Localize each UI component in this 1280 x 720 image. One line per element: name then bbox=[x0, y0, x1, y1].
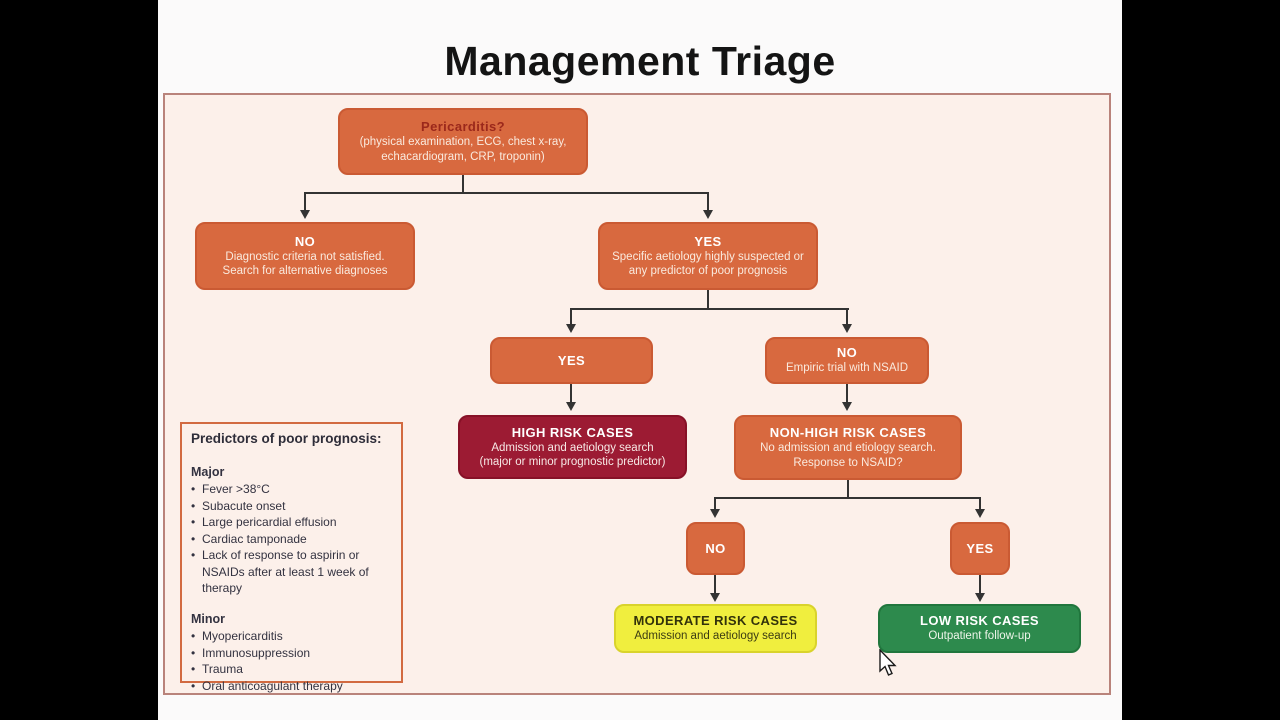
arrowhead-down-icon bbox=[975, 593, 985, 602]
arrowhead-down-icon bbox=[975, 509, 985, 518]
arrowhead-down-icon bbox=[703, 210, 713, 219]
node-heading: MODERATE RISK CASES bbox=[633, 613, 798, 629]
node-heading: YES bbox=[966, 540, 994, 556]
arrowhead-down-icon bbox=[710, 593, 720, 602]
node-high-risk: HIGH RISK CASES Admission and aetiology … bbox=[458, 415, 687, 479]
node-heading: YES bbox=[557, 352, 586, 368]
connector-line bbox=[304, 192, 709, 194]
arrowhead-down-icon bbox=[300, 210, 310, 219]
node-heading: NO bbox=[705, 540, 726, 556]
mouse-cursor-icon bbox=[876, 648, 898, 684]
connector-line bbox=[707, 192, 709, 210]
predictors-panel: Predictors of poor prognosis: Major Feve… bbox=[180, 422, 403, 694]
node-non-high-risk: NON-HIGH RISK CASES No admission and eti… bbox=[734, 415, 962, 480]
arrowhead-down-icon bbox=[566, 324, 576, 333]
connector-line bbox=[714, 497, 981, 499]
list-item: Immunosuppression bbox=[191, 645, 392, 662]
spacer bbox=[191, 597, 392, 611]
node-line: (physical examination, ECG, chest x-ray, bbox=[359, 136, 567, 148]
node-moderate-risk: MODERATE RISK CASES Admission and aetiol… bbox=[614, 604, 817, 653]
connector-line bbox=[979, 575, 981, 593]
node-low-risk: LOW RISK CASES Outpatient follow-up bbox=[878, 604, 1081, 653]
node-heading: YES bbox=[694, 233, 722, 249]
arrowhead-down-icon bbox=[842, 402, 852, 411]
node-heading: NO bbox=[836, 345, 858, 361]
connector-line bbox=[714, 575, 716, 593]
node-heading: Pericarditis? bbox=[421, 119, 505, 134]
list-item: Oral anticoagulant therapy bbox=[191, 678, 392, 695]
node-yes-response: YES bbox=[950, 522, 1010, 575]
connector-line bbox=[570, 308, 572, 324]
node-line: Search for alternative diagnoses bbox=[222, 265, 388, 277]
node-line: Empiric trial with NSAID bbox=[785, 362, 909, 375]
arrowhead-down-icon bbox=[710, 509, 720, 518]
connector-line bbox=[714, 497, 716, 509]
node-line: No admission and etiology search. bbox=[760, 442, 936, 454]
predictors-title: Predictors of poor prognosis: bbox=[191, 431, 382, 446]
list-item: Trauma bbox=[191, 661, 392, 678]
predictors-major-label: Major bbox=[191, 464, 225, 479]
connector-line bbox=[847, 480, 849, 498]
node-heading: NON-HIGH RISK CASES bbox=[769, 425, 927, 440]
connector-line bbox=[570, 384, 572, 402]
node-heading: HIGH RISK CASES bbox=[511, 424, 634, 440]
connector-line bbox=[707, 290, 709, 309]
connector-line bbox=[462, 175, 464, 194]
node-heading: LOW RISK CASES bbox=[920, 613, 1039, 629]
node-no-empiric: NO Empiric trial with NSAID bbox=[765, 337, 929, 384]
list-item: Myopericarditis bbox=[191, 628, 392, 645]
node-line: Specific aetiology highly suspected or bbox=[612, 250, 804, 263]
node-line: Outpatient follow-up bbox=[928, 630, 1031, 643]
node-line: Response to NSAID? bbox=[793, 456, 903, 469]
connector-line bbox=[304, 192, 306, 210]
node-heading: NO bbox=[294, 233, 316, 249]
list-item: Cardiac tamponade bbox=[191, 531, 392, 548]
connector-line bbox=[570, 308, 849, 310]
node-yes-predictor: YES bbox=[490, 337, 653, 384]
node-line: (major or minor prognostic predictor) bbox=[479, 456, 666, 468]
list-item: Large pericardial effusion bbox=[191, 514, 392, 531]
list-item: Fever >38°C bbox=[191, 481, 392, 498]
node-line: any predictor of poor prognosis bbox=[628, 265, 788, 277]
connector-line bbox=[846, 308, 848, 324]
connector-line bbox=[846, 384, 848, 402]
list-item: Lack of response to aspirin or NSAIDs af… bbox=[191, 547, 392, 597]
node-no-diagnostic: NO Diagnostic criteria not satisfied. Se… bbox=[195, 222, 415, 290]
arrowhead-down-icon bbox=[842, 324, 852, 333]
node-line: echacardiogram, CRP, troponin) bbox=[381, 150, 545, 163]
predictors-minor-label: Minor bbox=[191, 611, 226, 626]
node-line: Admission and aetiology search bbox=[491, 441, 654, 454]
node-line: Admission and aetiology search bbox=[634, 630, 797, 643]
node-line: Diagnostic criteria not satisfied. bbox=[225, 250, 385, 263]
connector-line bbox=[979, 497, 981, 509]
page-title: Management Triage bbox=[444, 38, 836, 84]
arrowhead-down-icon bbox=[566, 402, 576, 411]
node-yes-aetiology: YES Specific aetiology highly suspected … bbox=[598, 222, 818, 290]
list-item: Subacute onset bbox=[191, 498, 392, 515]
node-no-response: NO bbox=[686, 522, 745, 575]
node-pericarditis: Pericarditis? (physical examination, ECG… bbox=[338, 108, 588, 175]
